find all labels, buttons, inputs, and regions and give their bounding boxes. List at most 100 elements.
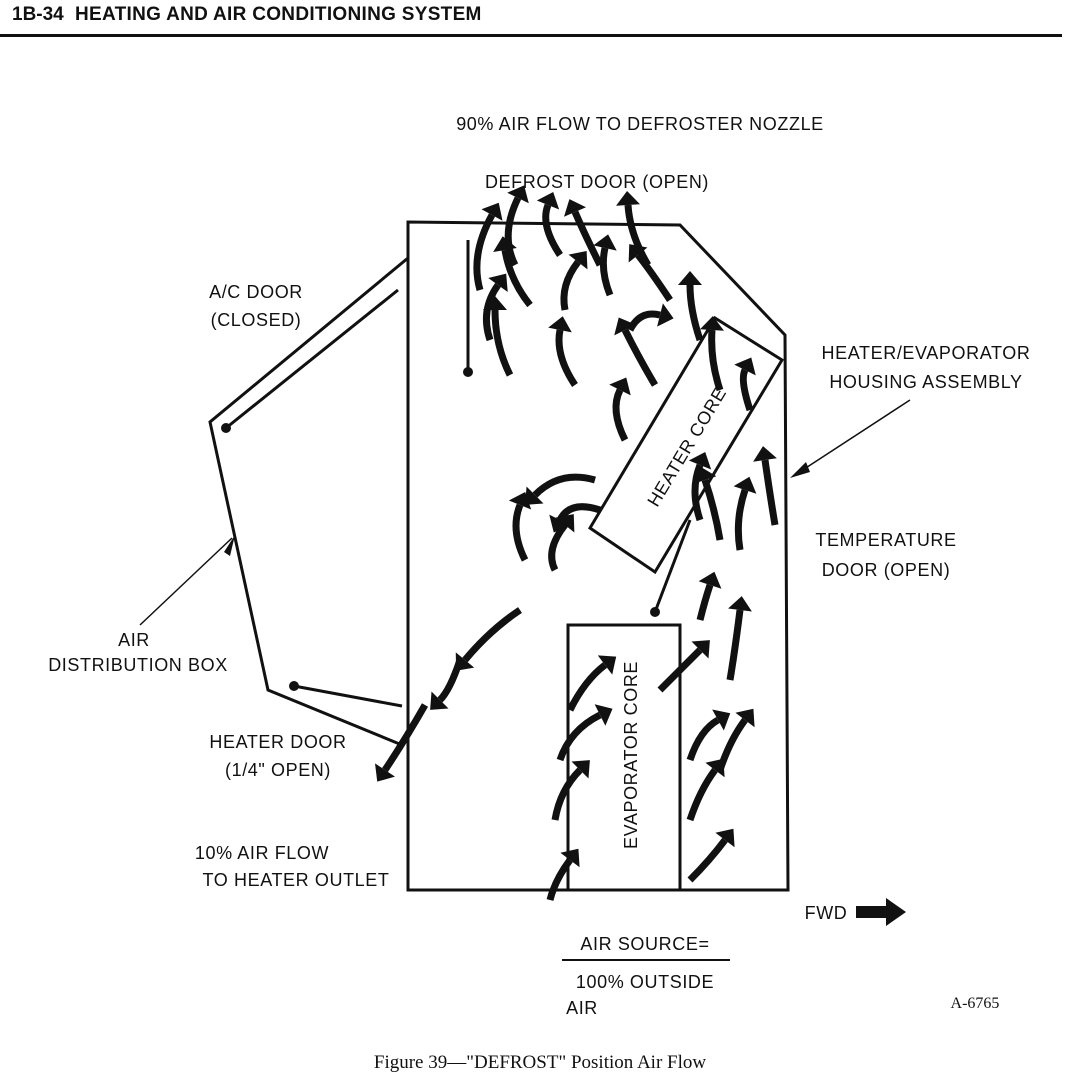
- housing-label-2: HOUSING ASSEMBLY: [829, 372, 1022, 392]
- airflow-arrow: [532, 473, 596, 498]
- defrost-door-label: DEFROST DOOR (OPEN): [485, 172, 709, 192]
- airflow-arrowhead-icon: [688, 452, 712, 470]
- airflow-arrow: [473, 213, 496, 291]
- airflow-arrow: [491, 309, 514, 377]
- ac-door-label: A/C DOOR: [209, 282, 303, 302]
- airflow-arrowhead-icon: [525, 486, 544, 505]
- housing-leader-arrow: [794, 399, 911, 476]
- ac-door-state: (CLOSED): [211, 310, 302, 330]
- airflow-arrowhead-icon: [616, 191, 640, 206]
- airflow-arrowhead-icon: [735, 708, 755, 728]
- airflow-arrowhead-icon: [571, 760, 590, 779]
- figure-id: A-6765: [951, 995, 1000, 1012]
- evaporator-core: [566, 623, 682, 892]
- airflow-arrows: [375, 185, 779, 901]
- airflow-arrow: [734, 488, 749, 551]
- airflow-arrow: [382, 703, 429, 772]
- fwd-arrow-icon: [856, 898, 906, 926]
- airflow-arrow: [599, 247, 614, 297]
- airflow-arrow: [716, 717, 748, 772]
- airflow-arrow: [551, 767, 583, 821]
- airflow-arrowhead-icon: [549, 514, 571, 533]
- airflow-arrowhead-icon: [614, 317, 636, 336]
- housing-outline: [406, 220, 790, 892]
- airflow-arrowhead-icon: [493, 236, 517, 252]
- airflow-arrow: [501, 249, 533, 308]
- temperature-door-state: DOOR (OPEN): [822, 560, 951, 580]
- air-distribution-box: [208, 256, 409, 747]
- airflow-arrowhead-icon: [481, 202, 503, 221]
- airflow-arrow: [621, 328, 659, 387]
- airflow-arrowhead-icon: [555, 514, 575, 533]
- airflow-arrow: [687, 837, 728, 883]
- airflow-arrowhead-icon: [508, 492, 532, 510]
- page-number: 1B-34: [12, 4, 64, 25]
- airflow-arrowhead-icon: [594, 704, 613, 726]
- header-rule: [0, 34, 1062, 37]
- airflow-arrowhead-icon: [597, 655, 617, 675]
- airflow-arrow: [701, 478, 724, 541]
- airflow-arrowhead-icon: [628, 244, 648, 263]
- airflow-arrowhead-icon: [609, 377, 631, 396]
- airflow-arrowhead-icon: [678, 271, 702, 285]
- airflow-arrow: [726, 609, 744, 681]
- airflow-arrowhead-icon: [657, 303, 674, 327]
- dist-box-label: AIR: [118, 630, 150, 650]
- airflow-arrowhead-icon: [488, 273, 508, 293]
- airflow-arrowhead-icon: [375, 763, 395, 782]
- air-source-label: AIR SOURCE=: [580, 934, 709, 954]
- airflow-arrowhead-icon: [593, 234, 617, 251]
- heater-door-label: HEATER DOOR: [209, 732, 346, 752]
- figure-caption: Figure 39—"DEFROST" Position Air Flow: [374, 1052, 707, 1073]
- airflow-arrow: [462, 607, 522, 663]
- evaporator-core-label: EVAPORATOR CORE: [621, 661, 641, 849]
- section-title: HEATING AND AIR CONDITIONING SYSTEM: [75, 4, 482, 25]
- airflow-arrow: [437, 658, 464, 703]
- airflow-arrowhead-icon: [698, 571, 722, 589]
- dist-box-label-2: DISTRIBUTION BOX: [48, 655, 228, 675]
- temperature-door-label: TEMPERATURE: [815, 530, 956, 550]
- airflow-arrowhead-icon: [563, 199, 587, 217]
- airflow-arrow: [560, 259, 581, 311]
- airflow-arrowhead-icon: [712, 709, 731, 731]
- airflow-arrow: [691, 463, 704, 522]
- heater-door: [293, 684, 403, 708]
- airflow-arrowhead-icon: [568, 250, 588, 270]
- airflow-arrow: [739, 368, 754, 412]
- airflow-arrowhead-icon: [693, 466, 717, 484]
- airflow-arrowhead-icon: [430, 691, 449, 710]
- airflow-top-label: 90% AIR FLOW TO DEFROSTER NOZZLE: [456, 114, 824, 134]
- airflow-arrowhead-icon: [560, 848, 580, 868]
- airflow-arrow: [571, 210, 604, 267]
- housing-label: HEATER/EVAPORATOR: [822, 343, 1031, 363]
- airflow-arrow: [546, 857, 573, 901]
- heater-core-label: HEATER CORE: [643, 384, 730, 510]
- airflow-arrow: [548, 522, 568, 572]
- airflow-arrow: [686, 767, 718, 822]
- airflow-arrow: [566, 662, 608, 712]
- airflow-arrow: [686, 284, 704, 342]
- airflow-arrow: [686, 716, 720, 762]
- airflow-arrow: [626, 310, 661, 332]
- airflow-arrowhead-icon: [700, 316, 724, 331]
- airflow-arrow: [657, 647, 703, 693]
- airflow-arrow: [612, 388, 629, 442]
- airflow-arrow: [512, 503, 529, 562]
- airflow-arrowhead-icon: [548, 316, 572, 333]
- fwd-label: FWD: [805, 903, 848, 923]
- heater-outlet-label-2: TO HEATER OUTLET: [203, 870, 390, 890]
- airflow-arrowhead-icon: [733, 476, 757, 494]
- dist-box-leader-arrow: [139, 537, 233, 626]
- airflow-arrowhead-icon: [734, 357, 756, 376]
- airflow-arrow: [708, 329, 724, 392]
- airflow-arrowhead-icon: [715, 828, 735, 848]
- airflow-arrowhead-icon: [728, 596, 752, 612]
- airflow-arrowhead-icon: [483, 296, 507, 310]
- airflow-arrow: [504, 196, 522, 267]
- airflow-arrowhead-icon: [536, 192, 560, 210]
- air-source-value: 100% OUTSIDE: [576, 972, 714, 992]
- ac-door: [225, 288, 399, 430]
- airflow-arrow: [482, 282, 501, 342]
- airflow-arrow: [761, 459, 779, 526]
